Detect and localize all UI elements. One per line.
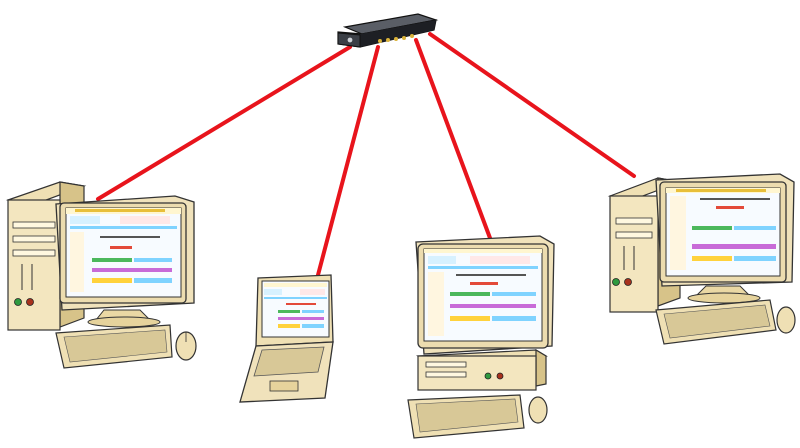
network-link-desktop-center <box>414 38 492 240</box>
monitor <box>55 195 195 328</box>
laptop-computer <box>239 274 334 403</box>
webpage-on-screen <box>666 188 780 270</box>
monitor <box>655 173 795 304</box>
desktop-computer-center <box>407 235 555 439</box>
keyboard <box>407 394 525 439</box>
tower-case <box>416 348 548 391</box>
desktop-computer-right <box>607 173 796 345</box>
mouse <box>175 331 197 361</box>
network-switch-icon <box>337 13 439 48</box>
network-links <box>96 32 636 277</box>
mouse <box>528 396 548 424</box>
desktop-computer-left <box>5 181 197 369</box>
monitor <box>415 235 555 355</box>
network-link-laptop <box>316 45 380 277</box>
keyboard <box>655 299 777 345</box>
mouse <box>776 306 796 334</box>
network-link-desktop-right <box>428 32 636 178</box>
keyboard <box>55 324 173 369</box>
webpage-on-screen <box>264 283 327 328</box>
webpage-on-screen <box>424 249 542 336</box>
webpage-on-screen <box>66 208 181 292</box>
network-link-desktop-left <box>96 45 352 201</box>
